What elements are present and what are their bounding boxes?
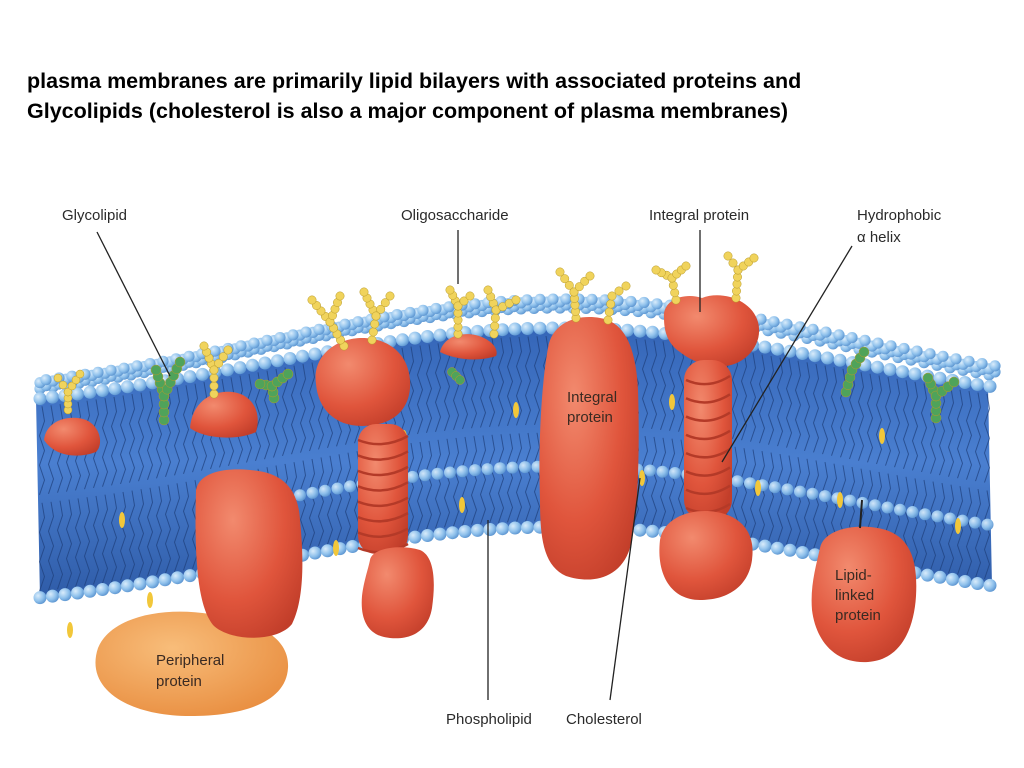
label-hydrophobic-line-1: Hydrophobic xyxy=(857,207,942,224)
label-lipid-linked-2: linked xyxy=(835,587,874,604)
label-peripheral-1: Peripheral xyxy=(156,652,224,669)
label-oligosaccharide: Oligosaccharide xyxy=(401,207,509,224)
transmembrane-protein-large xyxy=(195,469,303,638)
label-lipid-linked-3: protein xyxy=(835,607,881,624)
title-line-1: plasma membranes are primarily lipid bil… xyxy=(27,69,802,93)
label-integral-inner-1: Integral xyxy=(567,389,617,406)
label-phospholipid: Phospholipid xyxy=(446,711,532,728)
helix-protein-bottom xyxy=(659,511,753,600)
label-hydrophobic-line-2: α helix xyxy=(857,229,901,246)
title-line-2: Glycolipids (cholesterol is also a major… xyxy=(27,99,789,123)
lipid-anchor xyxy=(859,499,863,529)
label-integral-inner-2: protein xyxy=(567,409,613,426)
peripheral-protein xyxy=(95,611,289,716)
membrane-proteins xyxy=(44,295,917,663)
multipass-protein-lower xyxy=(361,547,434,639)
label-cholesterol: Cholesterol xyxy=(566,711,642,728)
leader-lines xyxy=(96,230,853,701)
multipass-protein-upper xyxy=(315,338,411,426)
surface-protein-dome xyxy=(190,391,258,438)
multipass-coil-rings xyxy=(357,434,409,554)
carbohydrate-chains xyxy=(53,251,960,426)
label-peripheral-2: protein xyxy=(156,673,202,690)
label-lipid-linked-1: Lipid- xyxy=(835,567,872,584)
surface-protein-left xyxy=(44,417,101,456)
membrane-top-surface xyxy=(34,293,1001,395)
integral-protein xyxy=(539,317,639,580)
label-integral-protein: Integral protein xyxy=(649,207,749,224)
label-glycolipid: Glycolipid xyxy=(62,207,127,224)
page-title: plasma membranes are primarily lipid bil… xyxy=(27,66,987,126)
lipid-linked-protein xyxy=(811,526,917,663)
helix-protein-top xyxy=(663,295,760,367)
glycoprotein-small xyxy=(440,334,497,360)
